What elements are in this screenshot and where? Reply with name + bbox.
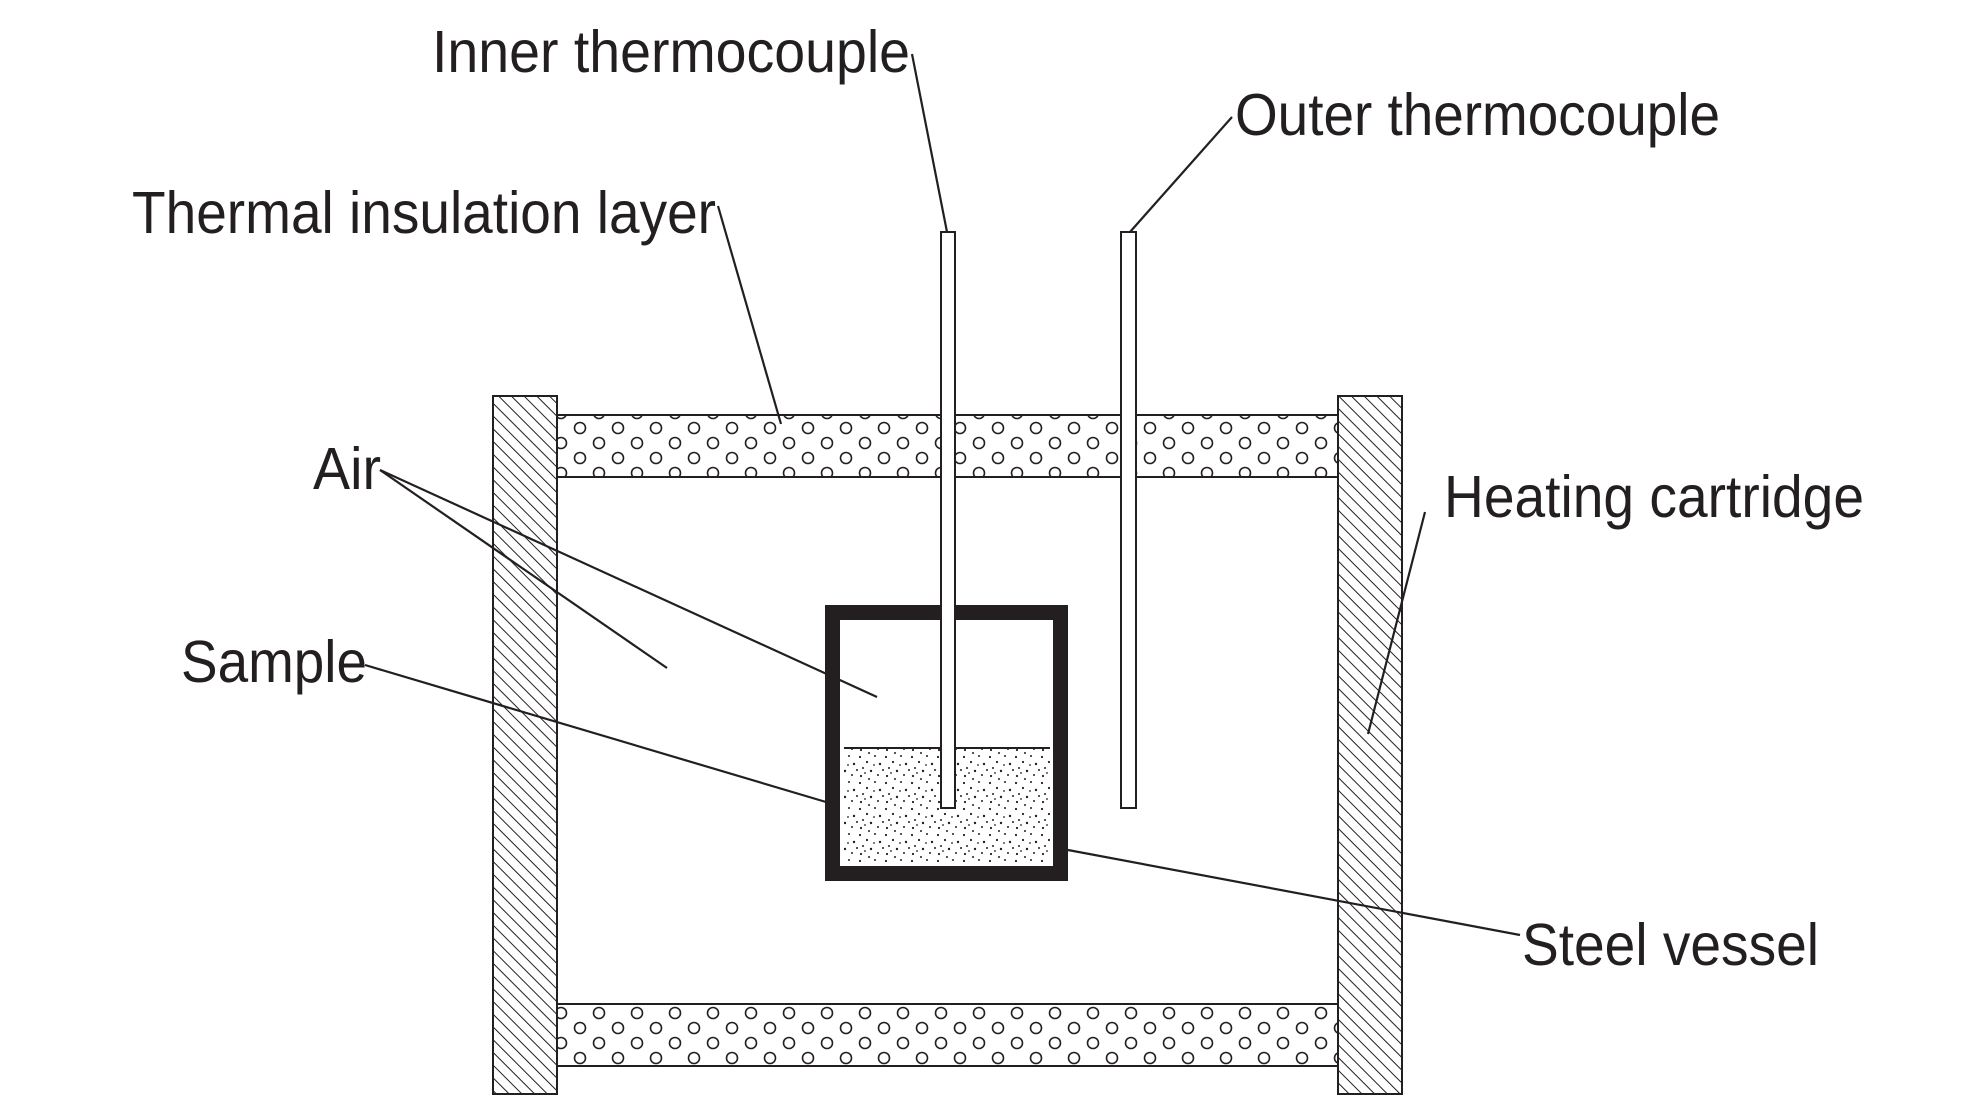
inner-thermocouple-leader [910,53,949,233]
steel-vessel-label: Steel vessel [1522,912,1819,978]
outer-thermocouple-leader [1129,116,1233,233]
heating-cartridge-leader [1366,511,1427,735]
outer-thermocouple-label: Outer thermocouple [1235,82,1720,148]
inner-thermocouple-label: Inner thermocouple [432,19,910,85]
thermal-insulation-layer-label: Thermal insulation layer [132,180,716,246]
right-heating-cartridge [1337,395,1403,1095]
air-label: Air [313,436,381,502]
air-leader-inner [379,468,878,699]
insulation-leader [716,205,783,425]
inner-thermocouple-probe [940,231,956,809]
outer-thermocouple-probe [1120,231,1137,809]
heating-cartridge-label: Heating cartridge [1444,464,1864,530]
sample-label: Sample [181,629,367,695]
bottom-insulation-layer [554,1003,1341,1067]
steel-vessel-leader [1067,848,1521,937]
left-heating-cartridge [492,395,558,1095]
sample-leader [364,663,827,804]
air-leader-outer [379,469,668,669]
